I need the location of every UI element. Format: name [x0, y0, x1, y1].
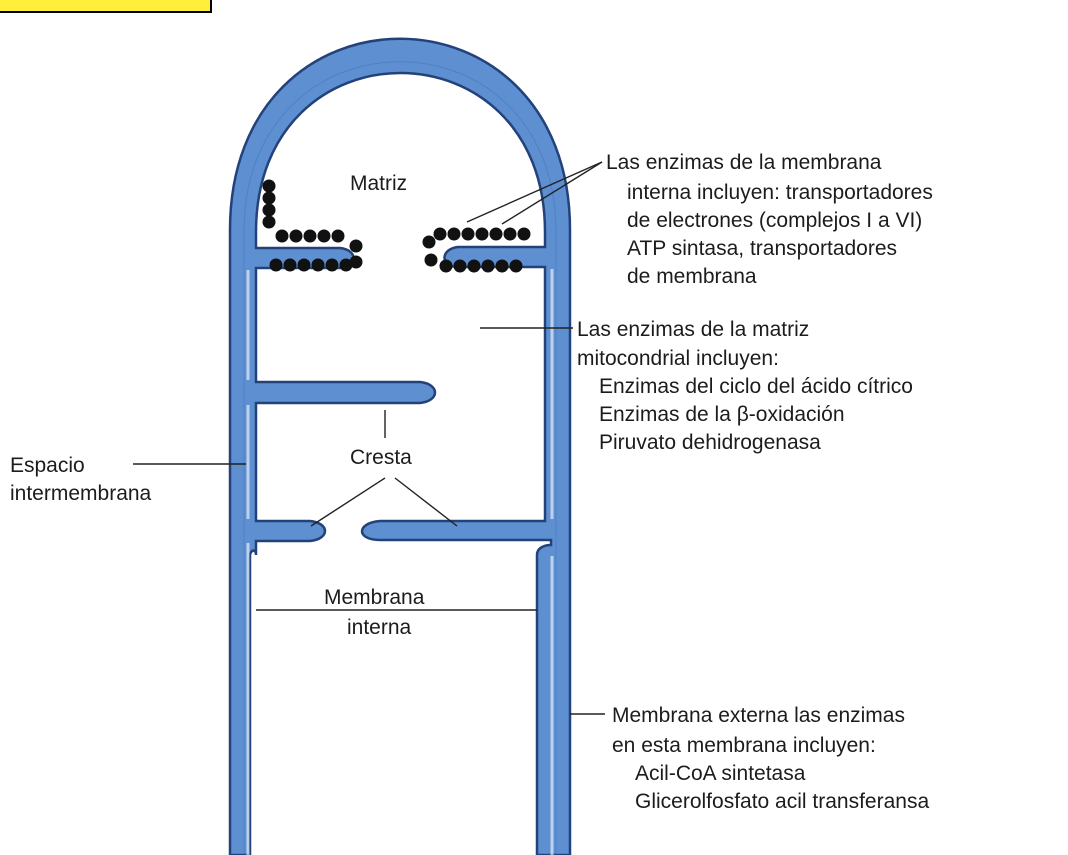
label-membrana-interna-line-1: Membrana — [324, 586, 425, 609]
enzyme-particles — [262, 179, 531, 273]
enzyme-dot — [303, 229, 317, 243]
inner-enzymes-line-1: Las enzimas de la membrana — [606, 151, 882, 174]
enzyme-dot — [349, 239, 363, 253]
matrix-enzymes-line-5: Piruvato dehidrogenasa — [599, 431, 821, 454]
enzyme-dot — [461, 227, 475, 241]
enzyme-dot — [262, 203, 276, 217]
inner-enzymes-line-3: de electrones (complejos I a VI) — [627, 209, 922, 232]
enzyme-dot — [283, 258, 297, 272]
leader-cresta-left — [310, 477, 386, 527]
membrane-body — [228, 37, 572, 855]
outer-enzymes-line-1: Membrana externa las enzimas — [612, 704, 905, 727]
label-espacio: Espacio intermembrana — [10, 454, 152, 505]
outer-enzymes-line-3: Acil-CoA sintetasa — [635, 762, 806, 785]
enzyme-dot — [475, 227, 489, 241]
leader-lines — [133, 161, 605, 715]
enzyme-dot — [269, 258, 283, 272]
label-membrana-interna: Membrana interna — [324, 586, 430, 639]
enzyme-dot — [349, 255, 363, 269]
matrix-enzymes-line-3: Enzimas del ciclo del ácido cítrico — [599, 375, 913, 398]
enzyme-dot — [433, 227, 447, 241]
matrix-enzymes-line-1: Las enzimas de la matriz — [577, 318, 809, 341]
enzyme-dot — [517, 227, 531, 241]
label-membrana-interna-line-2: interna — [347, 616, 412, 639]
label-espacio-line-2: intermembrana — [10, 482, 152, 505]
matrix-enzymes-line-2: mitocondrial incluyen: — [577, 347, 779, 370]
leader-cresta-right — [394, 477, 458, 527]
enzyme-dot — [289, 229, 303, 243]
outer-enzymes-line-4: Glicerolfosfato acil transferansa — [635, 790, 929, 813]
enzyme-dot — [467, 259, 481, 273]
enzyme-dot — [262, 215, 276, 229]
enzyme-dot — [317, 229, 331, 243]
enzyme-dot — [311, 258, 325, 272]
inner-enzymes-line-2: interna incluyen: transportadores — [627, 181, 933, 204]
enzyme-dot — [262, 191, 276, 205]
enzyme-dot — [262, 179, 276, 193]
enzyme-dot — [503, 227, 517, 241]
enzyme-dot — [325, 258, 339, 272]
outer-membrane-inner-line — [243, 61, 557, 855]
outer-enzymes-line-2: en esta membrana incluyen: — [612, 734, 876, 757]
enzyme-dot — [297, 258, 311, 272]
enzyme-dot — [447, 227, 461, 241]
enzyme-dot — [439, 259, 453, 273]
enzyme-dot — [495, 259, 509, 273]
enzyme-dot — [489, 227, 503, 241]
label-outer-membrane-enzymes: Membrana externa las enzimas en esta mem… — [612, 704, 929, 813]
corner-highlight-box — [0, 0, 212, 13]
label-matrix-enzymes: Las enzimas de la matriz mitocondrial in… — [577, 318, 919, 454]
enzyme-dot — [422, 235, 436, 249]
label-cresta: Cresta — [350, 446, 412, 469]
label-matriz: Matriz — [350, 172, 407, 195]
membranes — [228, 37, 572, 855]
enzyme-dot — [339, 258, 353, 272]
enzyme-dot — [509, 259, 523, 273]
leader-inner-enzymes-2 — [501, 161, 603, 225]
matrix-enzymes-line-4: Enzimas de la β-oxidación — [599, 403, 845, 426]
leader-inner-enzymes-1 — [466, 161, 603, 223]
label-espacio-line-1: Espacio — [10, 454, 85, 477]
enzyme-dot — [424, 253, 438, 267]
label-inner-membrane-enzymes: Las enzimas de la membrana interna inclu… — [606, 151, 939, 288]
enzyme-dot — [331, 229, 345, 243]
enzyme-dot — [481, 259, 495, 273]
enzyme-dot — [453, 259, 467, 273]
inner-enzymes-line-5: de membrana — [627, 265, 757, 288]
enzyme-dot — [275, 229, 289, 243]
inner-enzymes-line-4: ATP sintasa, transportadores — [627, 237, 897, 260]
